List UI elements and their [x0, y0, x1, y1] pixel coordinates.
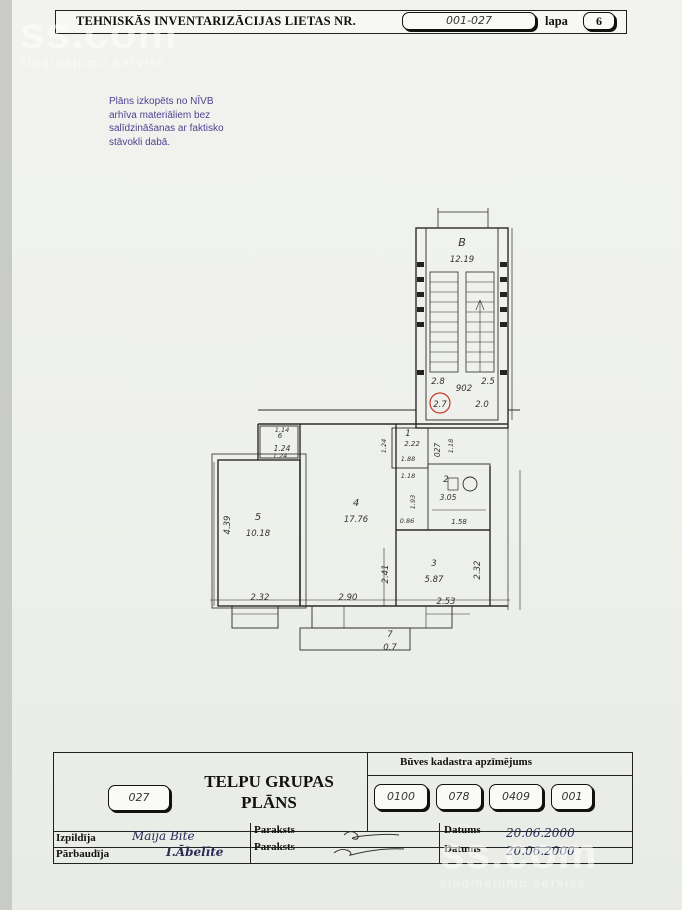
dim-label: 2.7: [433, 400, 447, 410]
page-label: lapa: [545, 14, 568, 28]
case-header-title: TEHNISKĀS INVENTARIZĀCIJAS LIETAS NR.: [76, 14, 356, 28]
dim-label: 1.93: [409, 495, 417, 509]
signature-label: Paraksts: [254, 824, 295, 836]
case-header: TEHNISKĀS INVENTARIZĀCIJAS LIETAS NR. 00…: [55, 10, 627, 34]
checked-by-name: I.Ābelīte: [166, 845, 224, 859]
archive-stamp: Plāns izkopēts no NĪVB arhīva materiālie…: [109, 95, 259, 149]
checked-date: 20.06.2000: [506, 844, 575, 858]
stamp-line: Plāns izkopēts no NĪVB: [109, 96, 214, 107]
room-1-id: 1: [405, 429, 410, 439]
stamp-line: arhīva materiāliem bez: [109, 109, 211, 121]
dim-label: 2.90: [339, 593, 358, 603]
stairwell-inner: [425, 227, 499, 421]
room-4-area: 17.76: [344, 515, 369, 525]
dim-label: 1.24: [380, 439, 388, 453]
date-label: Datums: [444, 843, 481, 855]
form-title-line1: TELPU GRUPAS: [204, 772, 334, 791]
binding-edge: [0, 0, 12, 910]
cadastre-code-box: 078: [436, 784, 482, 810]
unit-label-902: 902: [456, 384, 472, 394]
room-7-balcony: [299, 627, 411, 651]
room-5-area: 10.18: [246, 529, 271, 539]
page-number-box: 6: [583, 12, 615, 30]
dim-label: 1.18: [447, 439, 455, 453]
dim-label: 1.18: [401, 472, 415, 480]
dim-label: 2.53: [437, 597, 456, 607]
cadastre-heading: Būves kadastra apzīmējums: [400, 756, 533, 768]
title-block: 027 TELPU GRUPAS PLĀNS Būves kadastra ap…: [53, 752, 633, 864]
dim-label: 1.88: [401, 455, 415, 463]
room-2-id: 2: [443, 475, 448, 485]
room-1-area: 2.22: [404, 440, 420, 448]
room-b-area: 12.19: [450, 255, 474, 265]
signature-scribble: [333, 831, 405, 856]
room-7-id: 7: [387, 630, 393, 640]
room-3-area: 5.87: [425, 575, 445, 585]
dim-label: 1.14: [275, 426, 289, 434]
document-sheet: [12, 0, 682, 910]
performed-date: 20.06.2000: [506, 826, 575, 840]
dim-label: 1.24: [273, 452, 287, 460]
case-number-box: 001-027: [402, 12, 536, 30]
dim-label: 2.8: [431, 377, 445, 387]
dim-label: 2.32: [473, 561, 483, 580]
signature-label: Paraksts: [254, 841, 295, 853]
room-6-area: 1.24: [274, 444, 291, 453]
room-3-id: 3: [431, 559, 436, 569]
unit-number-box: 027: [108, 785, 170, 811]
form-title-line2: PLĀNS: [241, 793, 297, 812]
cadastre-code-box: 0100: [374, 784, 428, 810]
stamp-line: stāvokli dabā.: [109, 136, 171, 148]
dim-label: 4.39: [223, 516, 233, 535]
room-2-area: 3.05: [440, 493, 457, 502]
dim-label: 2.41: [381, 565, 391, 584]
room-4-id: 4: [353, 498, 359, 509]
stamp-line: salīdzināšanas ar faktisko: [109, 123, 224, 134]
dim-label: 2.5: [481, 377, 495, 387]
room-7-area: 0.7: [383, 643, 397, 653]
performed-by-name: Maija Bite: [132, 829, 195, 843]
dim-label: 1.58: [451, 518, 467, 526]
performed-by-label: Izpildīja: [56, 832, 96, 844]
dim-label: 0.86: [400, 517, 414, 525]
room-b-id: B: [458, 236, 466, 249]
room-6-wall: [259, 425, 299, 459]
cadastre-code-box: 001: [551, 784, 593, 810]
room-5-id: 5: [255, 512, 261, 523]
cadastre-code-box: 0409: [489, 784, 543, 810]
checked-by-label: Pārbaudīja: [56, 848, 110, 860]
room-1-wall: [391, 427, 429, 469]
room-2-wall: [427, 463, 491, 531]
unit-label-027: 027: [433, 443, 442, 458]
red-marker-circle: [429, 392, 451, 414]
dim-label: 2.32: [251, 593, 270, 603]
room-6-id: 6: [278, 432, 283, 440]
date-label: Datums: [444, 824, 481, 836]
dim-label: 2.0: [475, 400, 489, 410]
